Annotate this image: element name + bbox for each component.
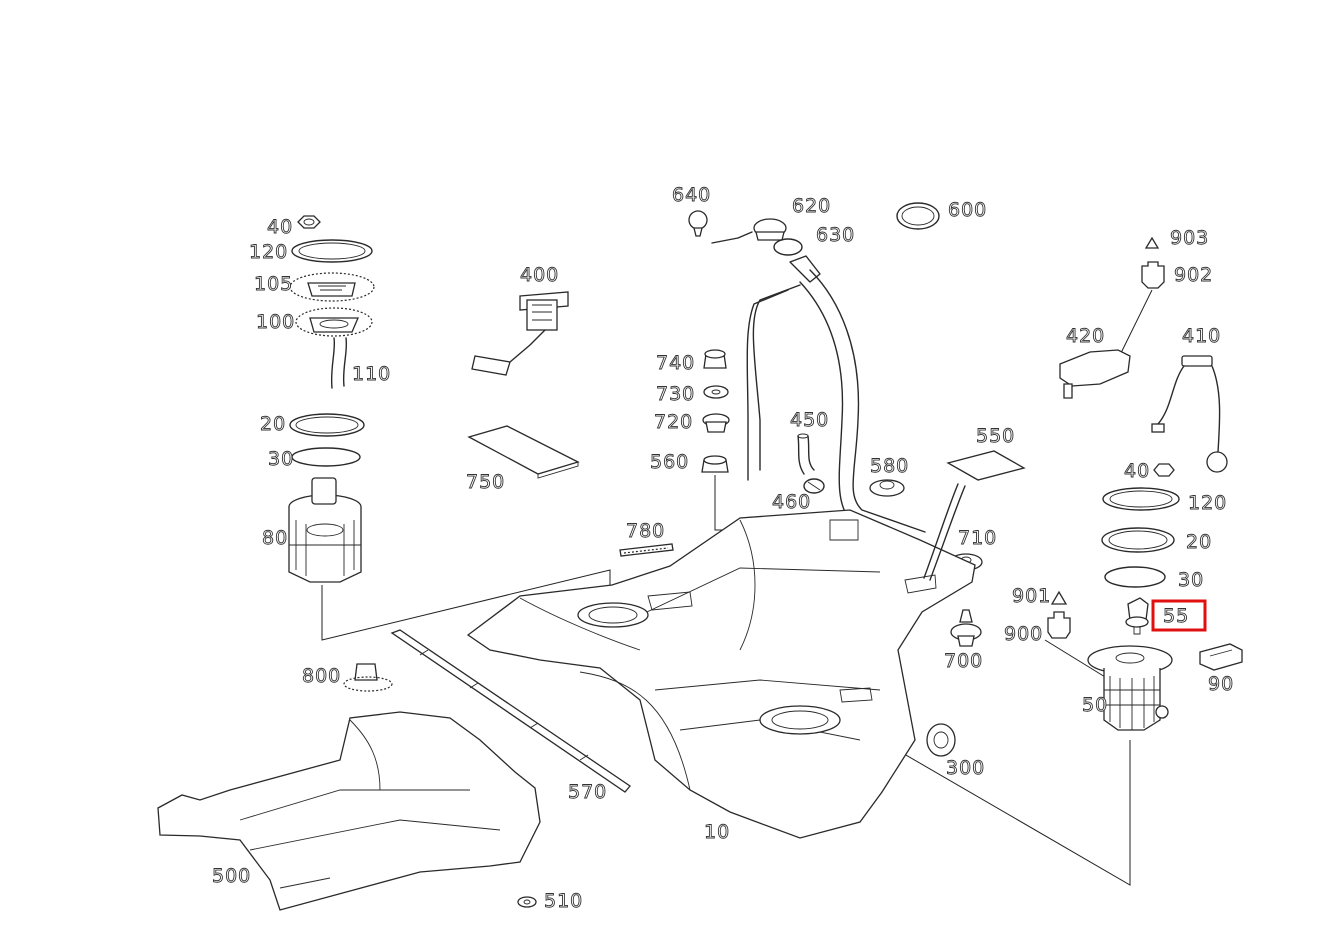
part-300-plug-icon[interactable]: [926, 723, 956, 757]
label-903: 903: [1170, 227, 1209, 249]
part-30-left-oring-icon[interactable]: [291, 447, 361, 467]
part-560-grommet-icon[interactable]: [701, 455, 729, 473]
part-110-left-lines-icon[interactable]: [330, 337, 348, 389]
part-20-left-gasket-icon[interactable]: [289, 413, 365, 437]
part-901-small-seal-icon[interactable]: [1050, 590, 1068, 605]
label-710: 710: [958, 527, 997, 549]
part-120-right-ring-icon[interactable]: [1102, 487, 1180, 511]
label-20-right: 20: [1186, 531, 1212, 553]
label-570: 570: [568, 781, 607, 803]
label-750: 750: [466, 471, 505, 493]
part-900-connector-icon[interactable]: [1047, 611, 1071, 639]
part-40-right-nut-icon[interactable]: [1153, 463, 1175, 477]
label-30-left: 30: [268, 448, 294, 470]
label-630: 630: [816, 224, 855, 246]
label-120-left: 120: [249, 241, 288, 263]
label-90: 90: [1208, 673, 1234, 695]
part-800-nut-icon[interactable]: [343, 663, 393, 692]
part-420-sensor-icon[interactable]: [1059, 349, 1131, 399]
part-630-seal-ring-icon[interactable]: [773, 238, 803, 256]
label-600: 600: [948, 199, 987, 221]
part-90-clip-icon[interactable]: [1199, 643, 1243, 671]
label-780: 780: [626, 520, 665, 542]
label-640: 640: [672, 184, 711, 206]
part-580-valve-icon[interactable]: [869, 479, 905, 497]
part-903-small-seal-icon[interactable]: [1144, 236, 1160, 249]
label-901: 901: [1012, 585, 1051, 607]
part-740-nut-icon[interactable]: [703, 349, 727, 369]
label-580: 580: [870, 455, 909, 477]
part-410-harness-icon[interactable]: [1151, 355, 1228, 473]
part-600-clamp-ring-icon[interactable]: [896, 202, 940, 230]
part-570-strap-icon[interactable]: [390, 629, 631, 793]
part-780-strip-icon[interactable]: [619, 543, 674, 557]
label-110: 110: [352, 363, 391, 385]
part-80-left-pump-icon[interactable]: [288, 477, 362, 583]
part-450-hose-icon[interactable]: [797, 433, 815, 475]
part-460-clip-icon[interactable]: [803, 478, 825, 494]
label-560: 560: [650, 451, 689, 473]
label-800: 800: [302, 665, 341, 687]
part-10-tank-connectors-icon: [923, 483, 966, 581]
label-410: 410: [1182, 325, 1221, 347]
part-120-left-ring-icon[interactable]: [291, 239, 373, 263]
label-40-left: 40: [267, 216, 293, 238]
part-400-level-sender-icon[interactable]: [471, 291, 569, 376]
part-30-right-oring-icon[interactable]: [1104, 566, 1166, 588]
part-730-washer-icon[interactable]: [703, 385, 729, 399]
part-105-left-seal-icon[interactable]: [289, 272, 375, 302]
part-500-heat-shield-icon[interactable]: [157, 711, 541, 911]
highlight-box-part-55: [1151, 599, 1207, 632]
label-460: 460: [772, 491, 811, 513]
part-720-bushing-icon[interactable]: [702, 413, 730, 433]
part-10-fuel-tank-icon[interactable]: [466, 509, 976, 839]
label-105: 105: [254, 273, 293, 295]
label-100: 100: [256, 311, 295, 333]
label-30-right: 30: [1178, 569, 1204, 591]
label-55: 55: [1163, 605, 1189, 627]
label-120-right: 120: [1188, 492, 1227, 514]
label-902: 902: [1174, 264, 1213, 286]
part-750-pad-icon[interactable]: [467, 425, 580, 479]
part-640-cap-icon[interactable]: [688, 210, 708, 237]
label-740: 740: [656, 352, 695, 374]
label-720: 720: [654, 411, 693, 433]
part-550-pad-icon[interactable]: [946, 450, 1026, 481]
part-55-filter-icon[interactable]: [1125, 597, 1149, 635]
label-50: 50: [1082, 694, 1108, 716]
label-40-right: 40: [1124, 460, 1150, 482]
label-20-left: 20: [260, 413, 286, 435]
label-500: 500: [212, 865, 251, 887]
label-300: 300: [946, 757, 985, 779]
label-620: 620: [792, 195, 831, 217]
part-100-left-cover-icon[interactable]: [295, 307, 373, 337]
label-10: 10: [704, 821, 730, 843]
part-labels: 640 620 630 600 903 902 420 410 40 120 1…: [212, 184, 1234, 913]
part-620-filler-cap-icon[interactable]: [711, 218, 787, 244]
part-50-fuel-pump-icon[interactable]: [1087, 645, 1173, 731]
label-550: 550: [976, 425, 1015, 447]
part-20-right-gasket-icon[interactable]: [1101, 527, 1175, 553]
label-420: 420: [1066, 325, 1105, 347]
part-700-valve-icon[interactable]: [950, 609, 982, 647]
label-900: 900: [1004, 623, 1043, 645]
label-450: 450: [790, 409, 829, 431]
part-40-left-nut-icon[interactable]: [297, 215, 321, 229]
label-400: 400: [520, 264, 559, 286]
filler-neck-icon: [746, 255, 926, 547]
part-510-clip-icon[interactable]: [517, 896, 537, 908]
label-80: 80: [262, 527, 288, 549]
label-510: 510: [544, 890, 583, 912]
label-730: 730: [656, 383, 695, 405]
part-902-connector-icon[interactable]: [1141, 261, 1165, 289]
label-700: 700: [944, 650, 983, 672]
